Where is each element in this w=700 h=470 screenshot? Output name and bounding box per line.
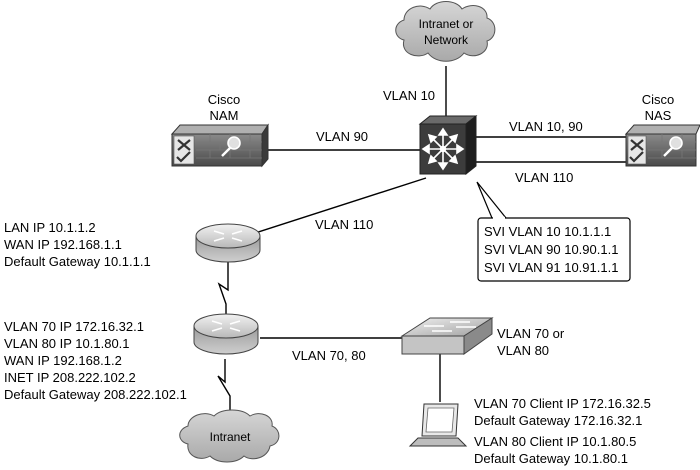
router1-info: LAN IP 10.1.1.2 WAN IP 192.168.1.1 Defau…: [4, 220, 151, 269]
nam-magnifier-icon: [227, 136, 241, 150]
label-vlan-110-router: VLAN 110: [315, 217, 373, 232]
label-vlan-70-80: VLAN 70, 80: [292, 348, 366, 363]
router1-info-line-2: WAN IP 192.168.1.1: [4, 237, 122, 252]
cisco-nam-device: Cisco NAM: [170, 92, 269, 168]
nas-label-line2: NAS: [645, 108, 672, 123]
label-switch2-port-1: VLAN 70 or: [497, 326, 565, 341]
link-switch-router1: [251, 177, 427, 235]
router1-info-line-3: Default Gateway 10.1.1.1: [4, 254, 151, 269]
router2-info-line-5: Default Gateway 208.222.102.1: [4, 387, 187, 402]
cloud-bottom-label: Intranet: [210, 430, 251, 444]
client-info-line-4: Default Gateway 10.1.80.1: [474, 451, 628, 466]
client-info-line-1: VLAN 70 Client IP 172.16.32.5: [474, 396, 651, 411]
svi-line-3: SVI VLAN 91 10.91.1.1: [484, 260, 618, 275]
nas-x-icon: [630, 139, 644, 151]
link-router1-router2-serial: [217, 262, 229, 318]
router2-info-line-1: VLAN 70 IP 172.16.32.1: [4, 319, 144, 334]
link-labels: VLAN 10 VLAN 90 VLAN 10, 90 VLAN 110 VLA…: [292, 88, 583, 363]
nas-magnifier-icon: [669, 136, 683, 150]
svi-line-1: SVI VLAN 10 10.1.1.1: [484, 224, 611, 239]
cisco-nas-device: Cisco NAS: [624, 92, 700, 167]
nas-label-line1: Cisco: [642, 92, 675, 107]
router-1-icon: [195, 223, 261, 263]
cloud-top-line2: Network: [424, 33, 469, 47]
label-vlan-10-90: VLAN 10, 90: [509, 119, 583, 134]
client-info: VLAN 70 Client IP 172.16.32.5 Default Ga…: [474, 396, 651, 466]
client-info-line-3: VLAN 80 Client IP 10.1.80.5: [474, 434, 636, 449]
cloud-top-line1: Intranet or: [419, 17, 474, 31]
nam-x-icon: [177, 139, 191, 151]
label-switch2-port-2: VLAN 80: [497, 343, 549, 358]
nam-check-icon: [176, 151, 191, 163]
nas-check-icon: [629, 151, 644, 163]
link-router2-cloud-serial: [217, 359, 231, 418]
client-info-line-2: Default Gateway 172.16.32.1: [474, 413, 642, 428]
label-vlan-110-nas: VLAN 110: [515, 170, 573, 185]
nam-label-line1: Cisco: [208, 92, 241, 107]
router1-info-line-1: LAN IP 10.1.1.2: [4, 220, 96, 235]
layer3-switch-icon: [418, 114, 478, 176]
router2-info-line-3: WAN IP 192.168.1.2: [4, 353, 122, 368]
router2-info-line-4: INET IP 208.222.102.2: [4, 370, 136, 385]
svi-callout: SVI VLAN 10 10.1.1.1 SVI VLAN 90 10.90.1…: [476, 181, 631, 282]
laptop-icon: [408, 403, 468, 447]
access-switch-icon: [400, 317, 494, 355]
cloud-bottom: Intranet: [179, 409, 280, 463]
router2-info-line-2: VLAN 80 IP 10.1.80.1: [4, 336, 130, 351]
router-2-icon: [193, 313, 259, 355]
router2-info: VLAN 70 IP 172.16.32.1 VLAN 80 IP 10.1.8…: [4, 319, 187, 402]
connection-lines: [217, 66, 626, 418]
cloud-top: Intranet or Network: [395, 1, 496, 62]
label-vlan-10: VLAN 10: [383, 88, 435, 103]
label-vlan-90: VLAN 90: [316, 129, 368, 144]
svi-line-2: SVI VLAN 90 10.90.1.1: [484, 242, 618, 257]
nam-label-line2: NAM: [210, 108, 239, 123]
